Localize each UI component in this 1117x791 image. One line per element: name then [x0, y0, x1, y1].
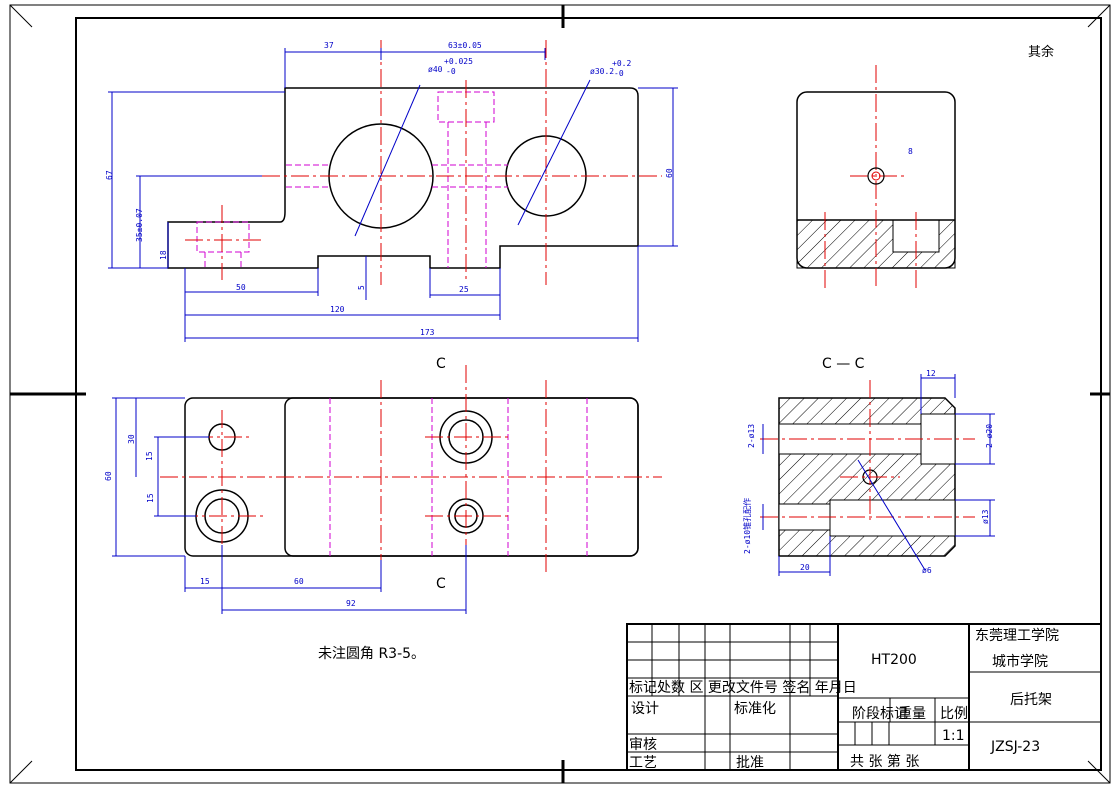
svg-text:63±0.05: 63±0.05: [448, 41, 482, 50]
svg-text:37: 37: [324, 41, 334, 50]
svg-text:JZSJ-23: JZSJ-23: [990, 739, 1040, 755]
svg-text:12: 12: [926, 369, 936, 378]
svg-text:ø40: ø40: [428, 65, 443, 74]
svg-text:-0: -0: [614, 69, 624, 78]
svg-text:后托架: 后托架: [1010, 692, 1052, 708]
svg-text:2-ø20: 2-ø20: [985, 424, 994, 448]
svg-text:15: 15: [146, 493, 155, 503]
top-view: 60 30 15 15 15 60 92 C C: [104, 356, 662, 614]
svg-text:2-ø13: 2-ø13: [747, 424, 756, 448]
svg-text:120: 120: [330, 305, 345, 314]
svg-text:60: 60: [104, 471, 113, 481]
svg-text:比例: 比例: [940, 706, 968, 722]
svg-text:标准化: 标准化: [734, 701, 776, 717]
roughness-note: 其余: [1028, 44, 1054, 60]
svg-text:C — C: C — C: [822, 356, 865, 372]
svg-text:20: 20: [800, 563, 810, 572]
svg-text:东莞理工学院: 东莞理工学院: [975, 628, 1059, 644]
svg-text:重量: 重量: [898, 706, 926, 722]
svg-text:173: 173: [420, 328, 435, 337]
svg-text:25: 25: [459, 285, 469, 294]
svg-text:ø30.2: ø30.2: [590, 67, 614, 76]
svg-text:18: 18: [159, 250, 168, 260]
svg-text:城市学院: 城市学院: [992, 653, 1048, 670]
svg-text:HT200: HT200: [871, 652, 917, 668]
svg-text:15: 15: [200, 577, 210, 586]
drawing-frame: [9, 4, 1111, 784]
svg-text:92: 92: [346, 599, 356, 608]
svg-text:标记处数 区 更改文件号 签名 年月日: 标记处数 区 更改文件号 签名 年月日: [629, 679, 857, 696]
svg-text:35±0.07: 35±0.07: [135, 208, 144, 242]
svg-text:审核: 审核: [629, 737, 657, 753]
title-block: [626, 623, 1102, 771]
svg-text:批准: 批准: [736, 755, 764, 771]
section-c-c: C — C 12: [742, 356, 995, 576]
svg-text:30: 30: [127, 434, 136, 444]
front-view: 37 63±0.05 ø40 +0.025 -0 ø30.2 +0.2 -0 6…: [105, 40, 678, 342]
svg-text:67: 67: [105, 170, 114, 180]
side-view: 8: [796, 65, 956, 290]
svg-text:5: 5: [357, 285, 366, 290]
svg-text:50: 50: [236, 283, 246, 292]
svg-text:C: C: [436, 356, 446, 372]
svg-text:ø13: ø13: [981, 509, 990, 524]
svg-text:设计: 设计: [631, 701, 659, 717]
svg-text:60: 60: [665, 168, 674, 178]
svg-text:共 张 第 张: 共 张 第 张: [850, 753, 919, 770]
svg-text:1:1: 1:1: [942, 728, 965, 744]
svg-text:-0: -0: [446, 67, 456, 76]
svg-text:阶段标记: 阶段标记: [852, 706, 908, 722]
fillet-note: 未注圆角 R3-5。: [318, 646, 425, 662]
svg-text:ø6: ø6: [922, 566, 932, 575]
svg-text:2-ø10锥孔配作: 2-ø10锥孔配作: [742, 498, 752, 554]
svg-text:8: 8: [908, 147, 913, 156]
svg-text:+0.025: +0.025: [444, 57, 473, 66]
svg-text:15: 15: [145, 451, 154, 461]
svg-text:60: 60: [294, 577, 304, 586]
svg-text:C: C: [436, 576, 446, 592]
front-view-outline: [167, 87, 639, 269]
svg-text:工艺: 工艺: [629, 755, 657, 771]
title-block-text: HT200 东莞理工学院 城市学院 后托架 JZSJ-23 标记处数 区 更改文…: [629, 628, 1059, 771]
svg-text:+0.2: +0.2: [612, 59, 631, 68]
